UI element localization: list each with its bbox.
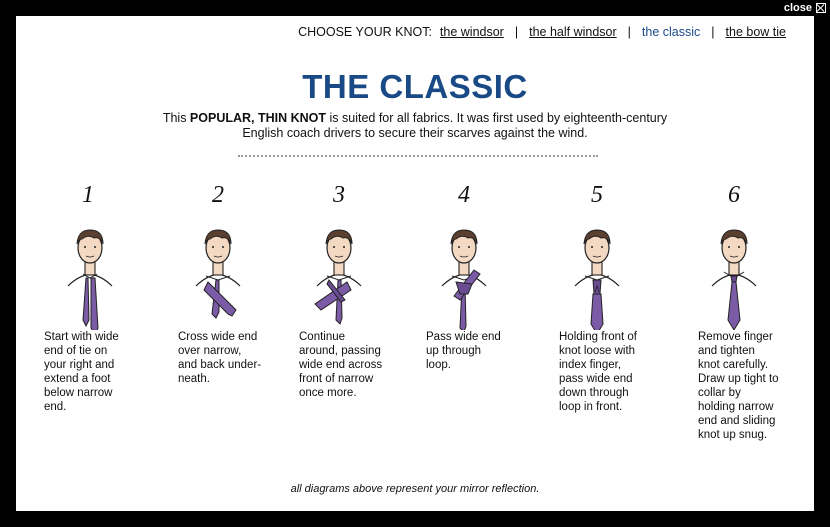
close-label: close xyxy=(783,2,812,14)
step-instruction: Continue around, passing wide end across… xyxy=(299,331,383,399)
intro-prefix: This xyxy=(162,111,190,125)
step-number: 6 xyxy=(728,182,740,208)
close-button[interactable]: close xyxy=(784,2,826,14)
page-title: THE CLASSIC xyxy=(302,68,528,105)
knot-selector: CHOOSE YOUR KNOT: the windsor | the half… xyxy=(298,25,786,39)
step-number: 5 xyxy=(591,182,603,208)
tie-step-3-illustration xyxy=(314,229,362,325)
knot-link-bow-tie[interactable]: the bow tie xyxy=(725,25,786,39)
knot-link-windsor[interactable]: the windsor xyxy=(439,25,504,39)
step-number: 1 xyxy=(82,182,94,208)
dotted-divider xyxy=(238,155,598,157)
close-icon xyxy=(816,3,826,13)
tie-step-4-illustration xyxy=(441,229,487,330)
nav-separator: | xyxy=(711,25,715,39)
tie-step-6-illustration xyxy=(711,229,757,330)
intro-bold: POPULAR, THIN KNOT xyxy=(189,111,327,125)
mirror-note: all diagrams above represent your mirror… xyxy=(290,483,540,495)
step-instruction: Start with wide end of tie on your right… xyxy=(44,331,119,413)
tie-step-1-illustration xyxy=(67,229,113,330)
step-instruction: Cross wide end over narrow, and back und… xyxy=(178,331,262,385)
knot-link-half-windsor[interactable]: the half windsor xyxy=(529,25,617,39)
knot-link-classic[interactable]: the classic xyxy=(641,25,701,39)
nav-separator: | xyxy=(627,25,631,39)
tie-step-5-illustration xyxy=(574,229,620,330)
knot-selector-prompt: CHOOSE YOUR KNOT: xyxy=(298,25,432,39)
nav-separator: | xyxy=(514,25,519,39)
step-number: 4 xyxy=(458,182,470,208)
step-number: 2 xyxy=(212,182,224,208)
step-instruction: Holding front of knot loose with index f… xyxy=(559,331,637,413)
intro-text: This POPULAR, THIN KNOT is suited for al… xyxy=(146,111,684,141)
window-top-bar: close xyxy=(0,0,830,16)
step-instruction: Pass wide end up through loop. xyxy=(426,331,501,371)
tie-step-2-illustration xyxy=(195,229,241,319)
step-instruction: Remove finger and tighten knot carefully… xyxy=(698,331,779,441)
intro-rest: is suited for all fabrics. It was first … xyxy=(242,111,668,140)
knot-guide-panel: CHOOSE YOUR KNOT: the windsor | the half… xyxy=(16,16,814,511)
step-number: 3 xyxy=(333,182,345,208)
